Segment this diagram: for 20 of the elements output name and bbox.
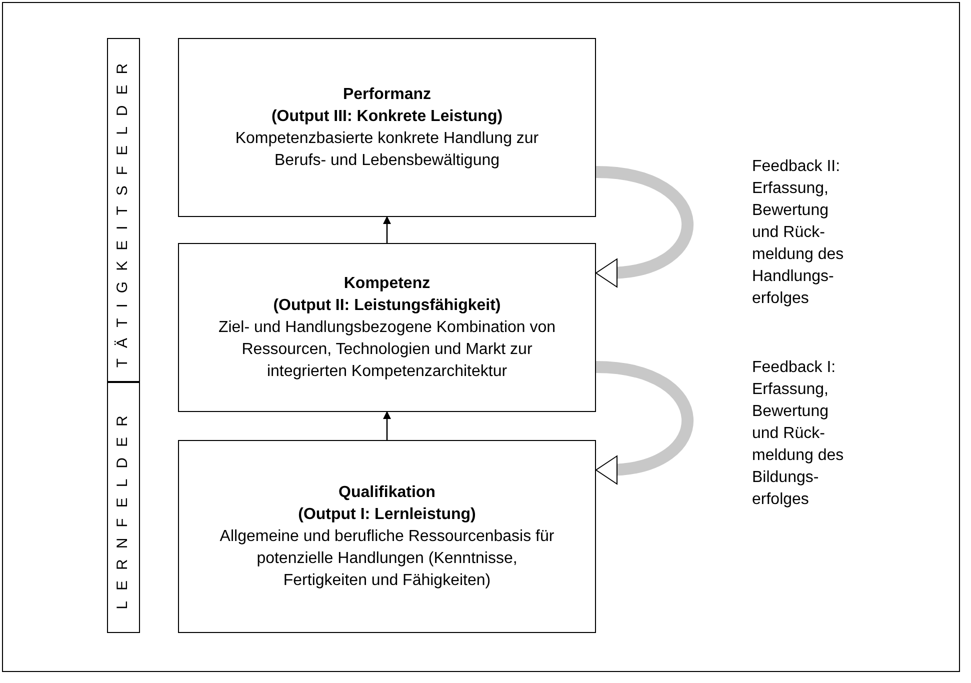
box-heading: (Output III: Konkrete Leistung)	[271, 106, 503, 126]
field-band	[107, 38, 140, 382]
level-box	[178, 440, 596, 633]
box-description: Kompetenzbasierte konkrete Handlung zur Berufs- und Lebensbewältigung	[234, 128, 540, 170]
vertical-label: LERNFELDER	[113, 405, 132, 610]
box-heading: Qualifikation	[338, 482, 436, 502]
field-band	[107, 382, 140, 633]
curved-feedback-arrow	[596, 166, 694, 287]
box-heading: (Output II: Leistungsfähigkeit)	[273, 296, 501, 316]
arrow	[383, 411, 391, 440]
box-heading: Kompetenz	[344, 274, 430, 294]
level-box	[178, 243, 596, 412]
curved-feedback-arrow	[596, 361, 694, 484]
box-description: Ziel- und Handlungsbezogene Kombination von Ressourcen, Technologien und Markt zur integrierten Kompetenzarchitektur	[217, 318, 557, 382]
level-box	[178, 38, 596, 217]
box-description: Allgemeine und berufliche Ressourcenbasis für potenzielle Handlungen (Kenntnisse, Fertigkeiten und Fähigkeiten)	[218, 526, 556, 590]
box-heading: (Output I: Lernleistung)	[298, 504, 476, 524]
vertical-label: TÄTIGKEITSFELDER	[113, 52, 132, 368]
arrow	[383, 216, 391, 243]
box-heading: Performanz	[342, 84, 432, 104]
